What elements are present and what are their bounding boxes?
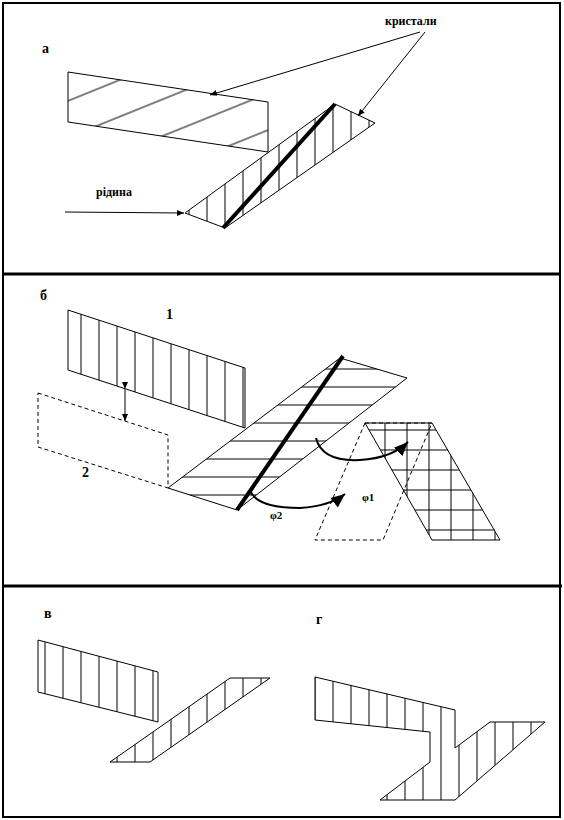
divider bbox=[3, 585, 562, 588]
crystal bbox=[68, 310, 245, 428]
callout-number: 2 bbox=[82, 466, 89, 480]
double-arrow bbox=[125, 389, 126, 421]
callout-label: рідина bbox=[96, 186, 132, 198]
angle-label: φ1 bbox=[362, 492, 374, 503]
angle-label: φ2 bbox=[270, 510, 282, 521]
leader-line bbox=[65, 212, 184, 213]
frame bbox=[3, 3, 560, 817]
divider bbox=[3, 273, 560, 276]
crystal bbox=[110, 678, 270, 762]
panel-letter: г bbox=[316, 613, 322, 627]
rotation-arrow bbox=[316, 438, 408, 460]
callout-label: кристали bbox=[385, 15, 437, 27]
interface bbox=[237, 356, 343, 510]
crystal bbox=[185, 104, 375, 228]
panel-letter: а bbox=[42, 42, 49, 56]
leader-line bbox=[210, 32, 420, 95]
crystal-dashed bbox=[38, 393, 168, 488]
crystal bbox=[365, 423, 500, 540]
panel-letter: в bbox=[44, 607, 52, 621]
panel-letter: б bbox=[40, 289, 47, 303]
crystal bbox=[68, 72, 268, 152]
callout-number: 1 bbox=[166, 308, 173, 322]
crystal bbox=[315, 677, 545, 800]
rotation-arrow bbox=[250, 490, 345, 508]
interface bbox=[223, 104, 335, 228]
crystal bbox=[38, 640, 158, 722]
leader-line bbox=[358, 32, 425, 116]
